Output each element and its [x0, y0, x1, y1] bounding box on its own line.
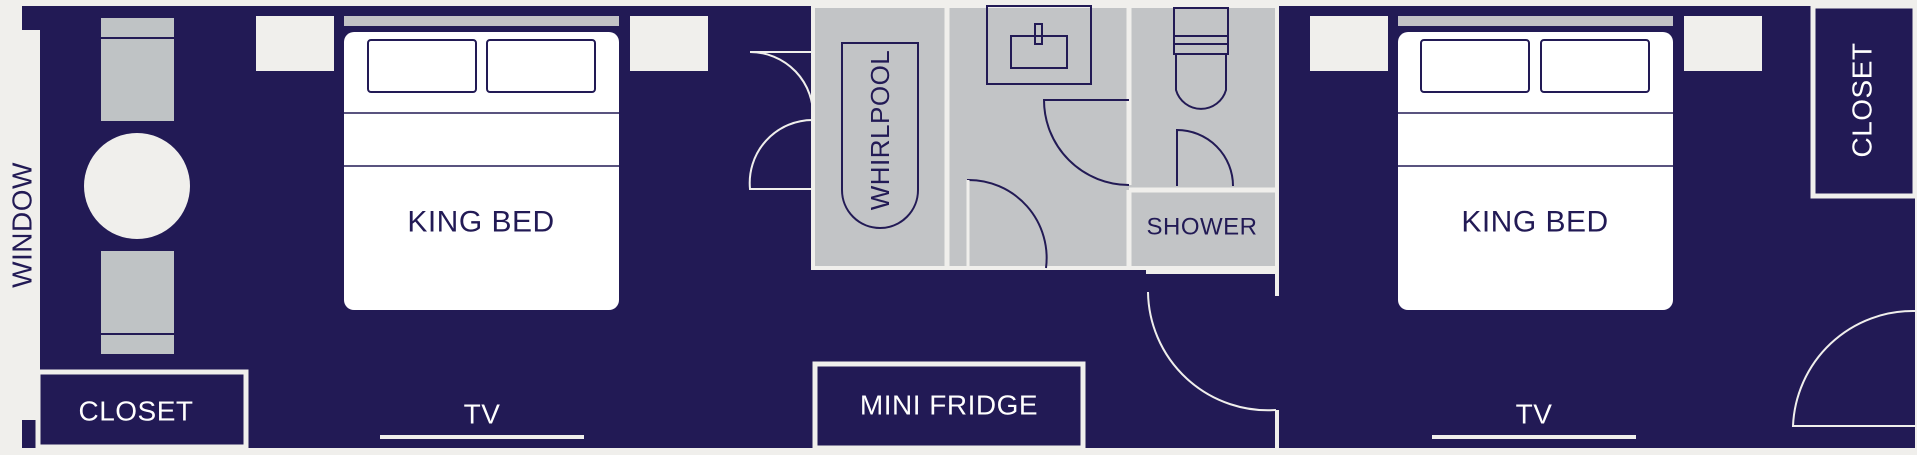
toilet-door-swing [1176, 128, 1234, 187]
faucet-icon [1034, 23, 1043, 45]
whirlpool-label: WHIRLPOOL [865, 50, 895, 211]
left-closet [35, 369, 249, 450]
left-pillow-1 [367, 39, 477, 93]
vanity [986, 5, 1092, 85]
right-tv-label: TV [1516, 399, 1553, 430]
right-headboard [1398, 16, 1673, 26]
right-closet-label: CLOSET [1847, 42, 1878, 157]
shower-label: SHOWER [1147, 214, 1258, 241]
chair-top [101, 18, 174, 121]
right-bed-label: KING BED [1461, 206, 1608, 239]
window-label: WINDOW [7, 162, 38, 288]
left-king-bed [344, 32, 619, 310]
right-closet [1810, 3, 1917, 199]
bath-entry-door-swing [967, 178, 1048, 269]
window [0, 30, 40, 420]
right-nightstand-2 [1684, 16, 1762, 71]
left-bed-label: KING BED [407, 206, 554, 239]
right-nightstand-1 [1310, 16, 1388, 71]
right-king-bed [1398, 32, 1673, 310]
left-nightstand-2 [630, 16, 708, 71]
chair-bottom [101, 251, 174, 354]
left-nightstand-1 [256, 16, 334, 71]
mini-fridge-label: MINI FRIDGE [860, 390, 1038, 421]
left-tv-label: TV [464, 399, 501, 430]
sink-icon [1010, 35, 1068, 69]
toilet-bowl-icon [1175, 53, 1227, 110]
mini-fridge [812, 361, 1086, 451]
vanity-door-swing [1042, 99, 1130, 186]
entry-door-swing [1147, 291, 1277, 412]
left-headboard [344, 16, 619, 26]
right-pillow-2 [1540, 39, 1650, 93]
left-closet-label: CLOSET [78, 396, 193, 427]
whirlpool-tub [841, 42, 919, 230]
right-pillow-1 [1420, 39, 1530, 93]
bathroom [811, 4, 1279, 270]
left-pillow-2 [486, 39, 596, 93]
right-door-swing [1791, 309, 1916, 427]
round-table [84, 133, 190, 239]
